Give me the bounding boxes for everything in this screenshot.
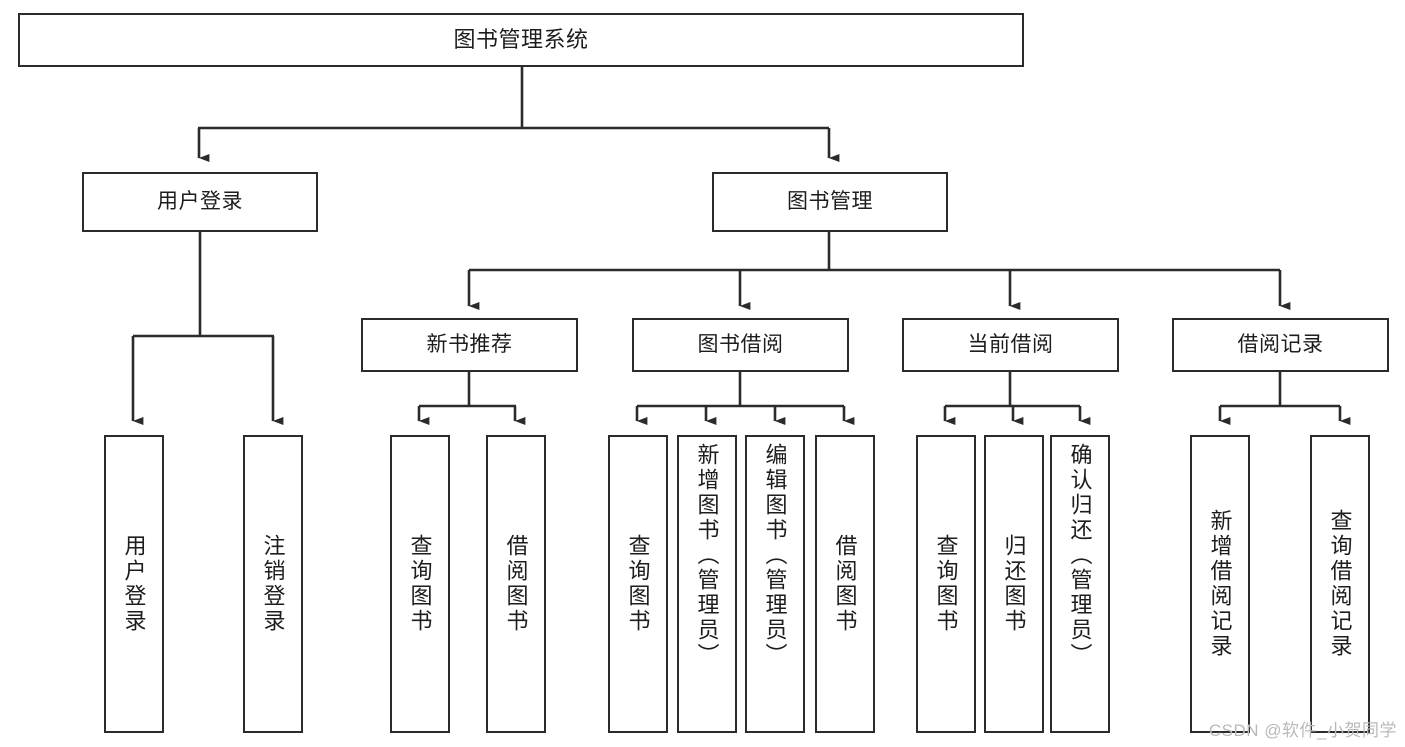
node-label: 查询图书 bbox=[625, 534, 651, 634]
leaf-current-confirm-return-admin[interactable]: 确认归还（管理员） bbox=[1050, 435, 1110, 733]
node-label: 图书管理系统 bbox=[453, 27, 589, 53]
node-root-library-system[interactable]: 图书管理系统 bbox=[18, 13, 1024, 67]
node-label: 查询图书 bbox=[407, 534, 433, 634]
node-label: 当前借阅 bbox=[967, 332, 1054, 356]
leaf-records-add-record[interactable]: 新增借阅记录 bbox=[1190, 435, 1250, 733]
leaf-borrow-borrow-books[interactable]: 借阅图书 bbox=[815, 435, 875, 733]
leaf-newbook-query-books[interactable]: 查询图书 bbox=[390, 435, 450, 733]
node-book-borrow[interactable]: 图书借阅 bbox=[632, 318, 849, 372]
node-current-borrow[interactable]: 当前借阅 bbox=[902, 318, 1119, 372]
node-borrow-records[interactable]: 借阅记录 bbox=[1172, 318, 1389, 372]
node-label: 借阅图书 bbox=[832, 534, 858, 634]
node-label: 图书借阅 bbox=[697, 332, 784, 356]
leaf-records-query-record[interactable]: 查询借阅记录 bbox=[1310, 435, 1370, 733]
leaf-borrow-add-book-admin[interactable]: 新增图书（管理员） bbox=[677, 435, 737, 733]
node-label: 查询图书 bbox=[933, 534, 959, 634]
node-label: 新增借阅记录 bbox=[1207, 509, 1233, 659]
node-label: 注销登录 bbox=[260, 534, 286, 634]
node-label: 新书推荐 bbox=[426, 332, 513, 356]
node-label: 用户登录 bbox=[157, 189, 243, 213]
node-label: 借阅图书 bbox=[503, 534, 529, 634]
node-label: 查询借阅记录 bbox=[1327, 509, 1353, 659]
node-label: 编辑图书（管理员） bbox=[762, 443, 788, 668]
leaf-newbook-borrow-books[interactable]: 借阅图书 bbox=[486, 435, 546, 733]
csdn-watermark: CSDN @软件_小贺同学 bbox=[1208, 721, 1397, 740]
node-book-management[interactable]: 图书管理 bbox=[712, 172, 948, 232]
node-label: 借阅记录 bbox=[1237, 332, 1324, 356]
node-new-book-recommend[interactable]: 新书推荐 bbox=[361, 318, 578, 372]
leaf-current-return-books[interactable]: 归还图书 bbox=[984, 435, 1044, 733]
node-label: 确认归还（管理员） bbox=[1067, 443, 1093, 668]
leaf-borrow-query-books[interactable]: 查询图书 bbox=[608, 435, 668, 733]
leaf-user-login[interactable]: 用户登录 bbox=[104, 435, 164, 733]
leaf-current-query-books[interactable]: 查询图书 bbox=[916, 435, 976, 733]
leaf-borrow-edit-book-admin[interactable]: 编辑图书（管理员） bbox=[745, 435, 805, 733]
leaf-logout[interactable]: 注销登录 bbox=[243, 435, 303, 733]
node-label: 用户登录 bbox=[121, 534, 147, 634]
node-label: 归还图书 bbox=[1001, 534, 1027, 634]
node-label: 新增图书（管理员） bbox=[694, 443, 720, 668]
node-label: 图书管理 bbox=[787, 189, 873, 213]
node-user-login[interactable]: 用户登录 bbox=[82, 172, 318, 232]
